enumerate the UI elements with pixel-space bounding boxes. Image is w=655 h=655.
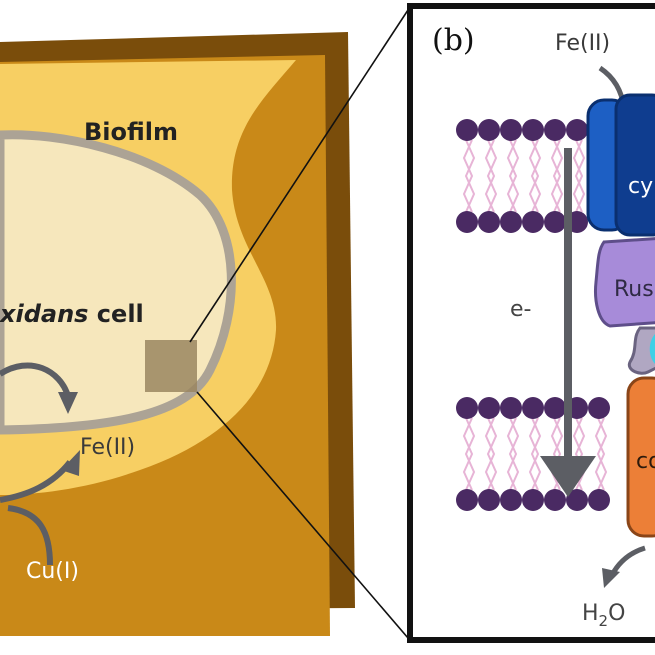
protein-cyan-edge [649, 334, 655, 364]
electron-arrow-head [540, 456, 596, 497]
panel-b-label: (b) [432, 23, 475, 58]
protein-bottom-label: co [636, 449, 655, 474]
zoom-highlight [145, 340, 197, 392]
protein-rus-shape [594, 237, 655, 328]
water-label-sub: 2 [599, 612, 609, 630]
protein-bottom-shape [626, 376, 655, 538]
protein-connector [627, 326, 655, 375]
protein-top: cy [586, 93, 655, 237]
cu-label: Cu(I) [26, 559, 79, 584]
cell-label-italic: xidans [0, 300, 88, 328]
upper-lipid-tails [462, 139, 586, 213]
cell-arrow [0, 362, 71, 398]
cell-label-rest: cell [88, 300, 143, 328]
protein-rus: Rus [594, 237, 655, 328]
cell-label: xidans cell [0, 300, 144, 328]
water-arrow-head [602, 568, 620, 588]
cell-arrow-head [58, 392, 78, 414]
fe-arrow-head [61, 450, 80, 476]
cu-arrow [7, 505, 53, 566]
protein-bottom: co [626, 376, 655, 538]
protein-top-label: cy [628, 174, 653, 199]
protein-top-right [614, 93, 655, 237]
electron-label: e- [510, 297, 531, 322]
water-label-h: H [582, 601, 599, 626]
water-label: H2O [582, 601, 625, 630]
fe-left-label: Fe(II) [80, 435, 135, 460]
water-label-o: O [608, 601, 625, 626]
panel-b: (b) Fe(II) [407, 3, 655, 643]
protein-rus-label: Rus [614, 277, 654, 302]
biofilm-label: Biofilm [84, 118, 178, 146]
zoom-line-bottom [196, 391, 409, 639]
fe-top-label: Fe(II) [555, 31, 610, 56]
panel-a: Biofilm xidans cell Fe(II) Cu(I) [0, 32, 355, 636]
zoom-line-top [189, 9, 409, 343]
